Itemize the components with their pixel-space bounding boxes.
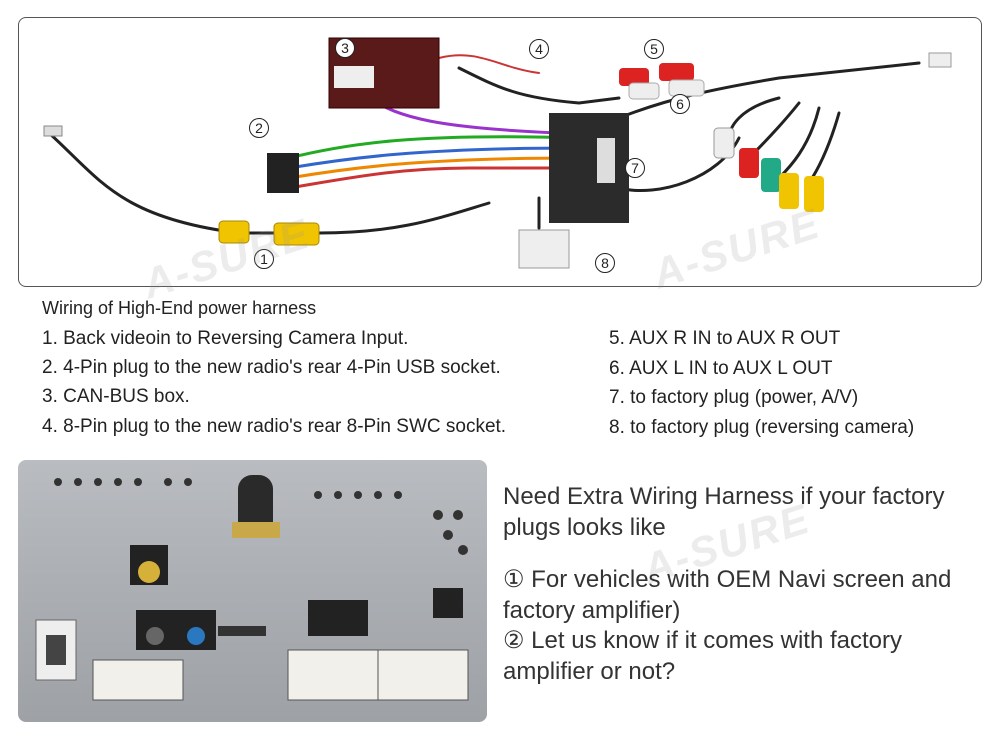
extra-harness-heading-line2: plugs looks like	[503, 514, 666, 541]
callout-3: 3	[335, 38, 355, 58]
wiring-item-2: 2. 4-Pin plug to the new radio's rear 4-…	[42, 357, 501, 378]
note-2-line1: ② Let us know if it comes with factory	[503, 627, 902, 654]
callout-8: 8	[595, 253, 615, 273]
wiring-item-4: 4. 8-Pin plug to the new radio's rear 8-…	[42, 416, 507, 437]
factory-plug-photo	[18, 460, 487, 722]
harness-diagram: 1 2 3 4 5 6 7 8	[18, 17, 982, 287]
wiring-item-8: 8. to factory plug (reversing camera)	[609, 417, 915, 438]
harness-illustration	[43, 37, 952, 269]
extra-harness-heading-line1: Need Extra Wiring Harness if your factor…	[503, 483, 945, 510]
wiring-item-1: 1. Back videoin to Reversing Camera Inpu…	[42, 328, 409, 349]
note-1-line2: factory amplifier)	[503, 597, 681, 624]
note-2-line2: amplifier or not?	[503, 658, 676, 685]
wiring-item-3: 3. CAN-BUS box.	[42, 386, 190, 407]
callout-4: 4	[529, 39, 549, 59]
note-1-line1: ① For vehicles with OEM Navi screen and	[503, 566, 952, 593]
wiring-item-5: 5. AUX R IN to AUX R OUT	[609, 328, 841, 349]
callout-1: 1	[254, 249, 274, 269]
callout-6: 6	[670, 94, 690, 114]
callout-5: 5	[644, 39, 664, 59]
wiring-item-6: 6. AUX L IN to AUX L OUT	[609, 358, 833, 379]
wiring-item-7: 7. to factory plug (power, A/V)	[609, 387, 859, 408]
callout-2: 2	[249, 118, 269, 138]
wiring-title: Wiring of High-End power harness	[42, 298, 317, 318]
callout-7: 7	[625, 158, 645, 178]
